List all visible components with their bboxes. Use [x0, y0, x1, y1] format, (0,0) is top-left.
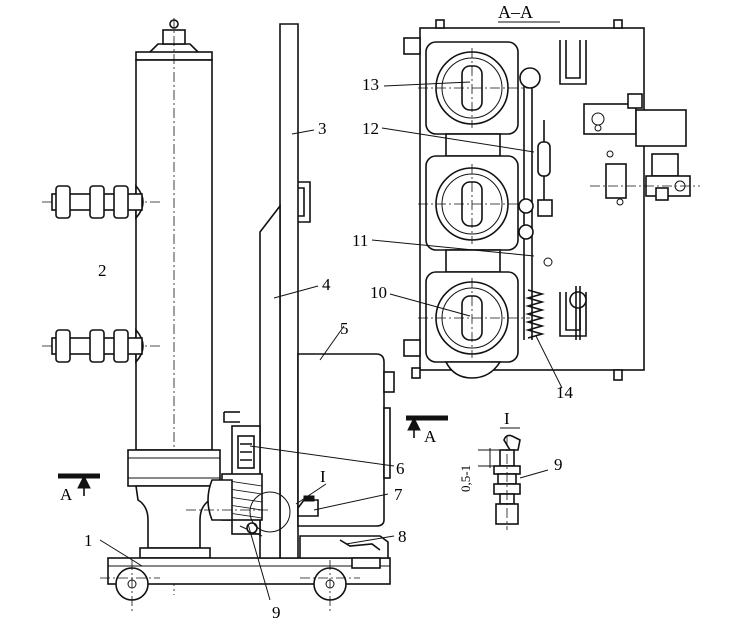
callout-4: 4	[322, 275, 331, 294]
support-member	[259, 203, 281, 559]
section-title: A–A	[498, 2, 533, 22]
callout-9: 9	[272, 603, 281, 622]
callout-6: 6	[396, 459, 405, 478]
latch	[297, 495, 319, 517]
trip-mechanism	[186, 411, 291, 537]
section-marker-right	[406, 415, 448, 438]
callout-detail-ref: I	[320, 467, 326, 486]
linkage	[518, 67, 624, 340]
callout-8: 8	[398, 527, 407, 546]
leader-lines	[99, 81, 563, 601]
callout-5: 5	[340, 319, 349, 338]
pedal	[299, 535, 389, 569]
pole-middle	[418, 155, 530, 273]
detail-title: I	[504, 409, 510, 428]
lower-terminal	[42, 327, 160, 365]
cut-label-left: A	[60, 485, 73, 504]
detail-view	[478, 427, 521, 530]
callout-10: 10	[370, 283, 387, 302]
drive-box	[297, 353, 395, 527]
callout-1: 1	[84, 531, 93, 550]
pole-bottom	[418, 271, 530, 379]
section-view	[403, 19, 700, 381]
frame-base	[100, 557, 391, 612]
pole-top	[418, 41, 530, 157]
side-bracket	[583, 93, 700, 201]
upper-terminal	[42, 183, 160, 221]
callout-7: 7	[394, 485, 403, 504]
detail-part: 9	[554, 455, 563, 474]
callout-14: 14	[556, 383, 574, 402]
section-marker-left	[58, 473, 100, 496]
side-view	[42, 18, 448, 612]
callout-3: 3	[318, 119, 327, 138]
column-body	[135, 18, 213, 595]
cut-label-right: A	[424, 427, 437, 446]
column-base	[127, 449, 221, 559]
callout-13: 13	[362, 75, 379, 94]
callout-11: 11	[352, 231, 368, 250]
detail-gap: 0,5-1	[458, 465, 473, 492]
callout-12: 12	[362, 119, 379, 138]
callout-2: 2	[98, 261, 107, 280]
